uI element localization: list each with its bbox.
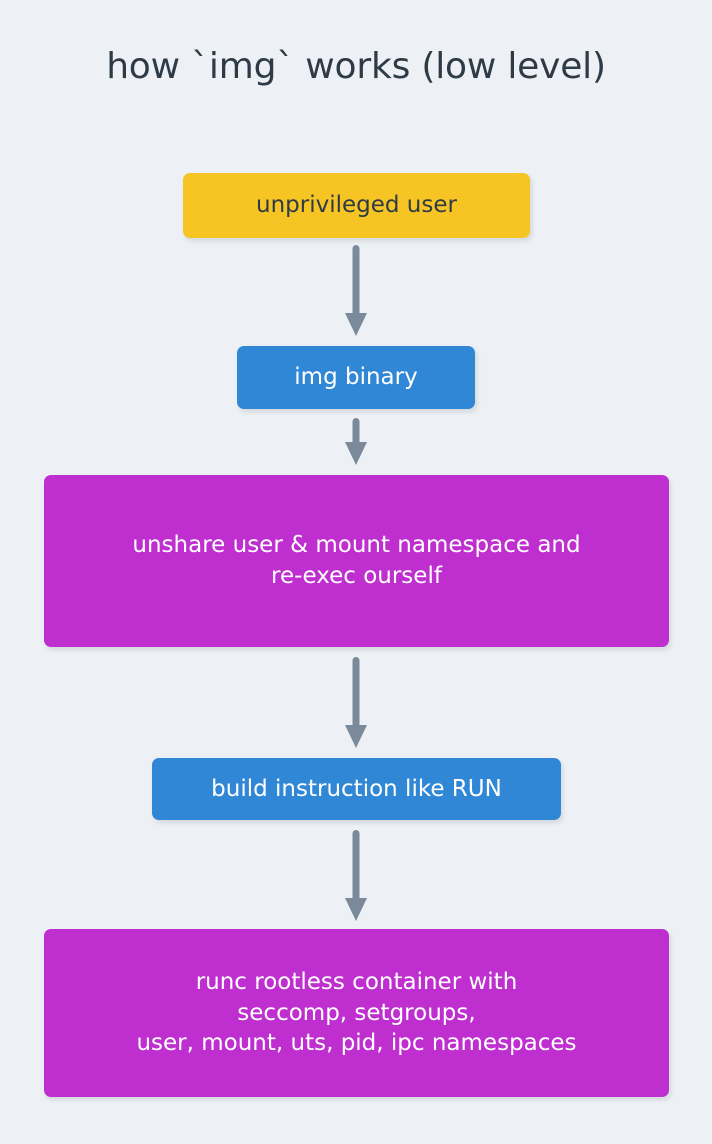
node-img-binary-label: img binary [294,364,418,391]
node-build-instruction: build instruction like RUN [152,758,561,820]
node-unshare-label: unshare user & mount namespace and re-ex… [132,532,581,589]
node-runc-label: runc rootless container with seccomp, se… [136,969,577,1057]
node-runc-rootless-container: runc rootless container with seccomp, se… [44,929,669,1097]
node-unprivileged-user-label: unprivileged user [256,192,457,219]
page-title: how `img` works (low level) [106,46,606,87]
node-unshare-user-mount-namespace: unshare user & mount namespace and re-ex… [44,475,669,647]
node-unprivileged-user: unprivileged user [183,173,530,238]
node-img-binary: img binary [237,346,475,409]
node-build-instruction-label: build instruction like RUN [211,775,502,802]
